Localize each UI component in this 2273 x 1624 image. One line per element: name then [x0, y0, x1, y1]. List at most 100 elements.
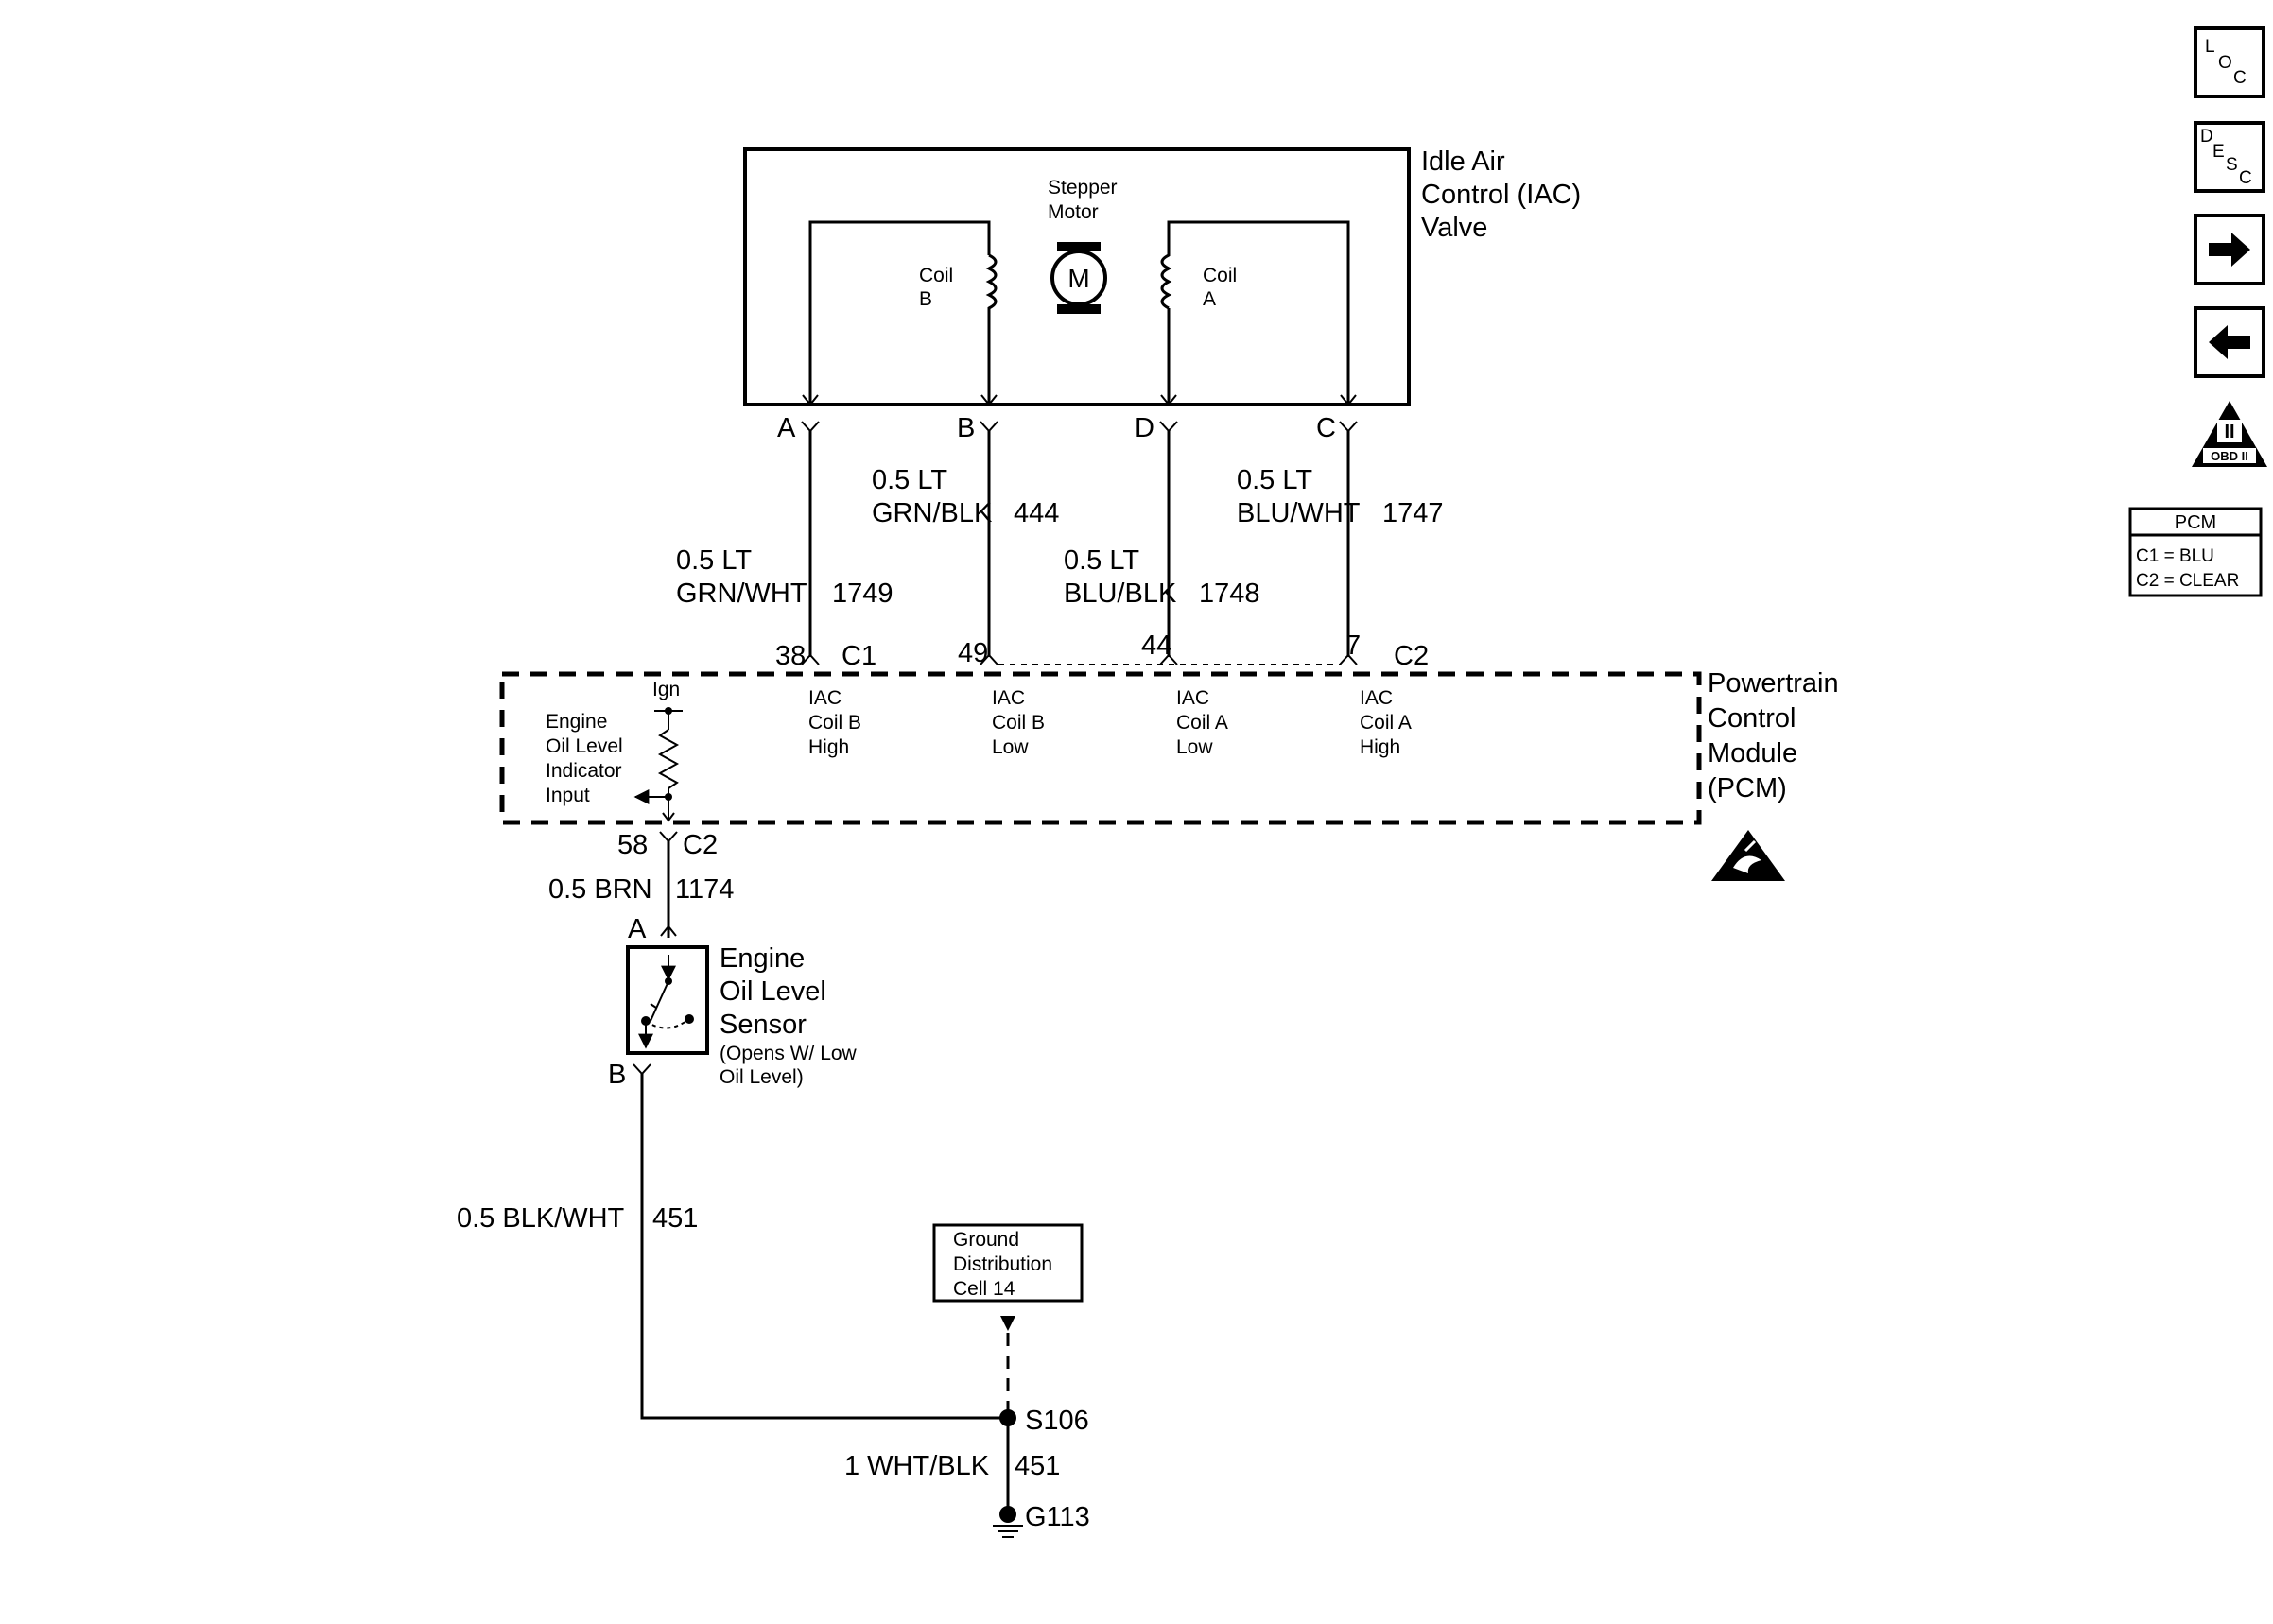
pcm-legend-line-1: C1 = BLU — [2136, 546, 2214, 566]
pcm-pin-58: 58 — [617, 830, 648, 860]
wire-1747-circuit: 1747 — [1382, 498, 1444, 528]
desc-letter-d: D — [2200, 127, 2213, 147]
loc-letter-l: L — [2205, 37, 2215, 57]
coil-b-label-2: B — [919, 288, 932, 310]
oil-sensor-pin-a: A — [628, 914, 647, 944]
iac-valve-title-1: Idle Air — [1421, 147, 1505, 177]
pcm-connector-legend: PCM C1 = BLU C2 = CLEAR — [2128, 507, 2263, 597]
oil-sensor-pin-b: B — [608, 1060, 626, 1090]
arrow-icon — [1340, 394, 1357, 406]
arrow-right-icon — [2209, 233, 2250, 267]
iac-b-high-3: High — [808, 736, 849, 758]
wire-444-spec-1: 0.5 LT — [872, 465, 947, 495]
coil-b-winding-icon — [985, 253, 998, 405]
connector-pin-icon — [980, 421, 998, 433]
wire-1748-spec-1: 0.5 LT — [1064, 545, 1139, 576]
obd-ii-text: OBD II — [2211, 449, 2248, 463]
iac-valve-box — [743, 147, 1411, 406]
connector-pin-icon — [980, 653, 998, 665]
oil-sensor-title-2: Oil Level — [720, 976, 826, 1007]
iac-pin-c-label: C — [1316, 413, 1336, 443]
oil-sensor-note-2: Oil Level) — [720, 1066, 804, 1088]
pcm-conn-c1: C1 — [842, 641, 876, 671]
iac-pin-a-label: A — [777, 413, 796, 443]
wire-444-circuit: 444 — [1014, 498, 1059, 528]
pcm-conn-c2-bottom: C2 — [683, 830, 718, 860]
desc-letter-e: E — [2212, 142, 2225, 162]
reference-arrow-icon — [1000, 1316, 1015, 1331]
iac-a-high-2: Coil A — [1360, 712, 1412, 734]
ground-ref-3: Cell 14 — [953, 1278, 1015, 1300]
connector-pin-icon — [1339, 421, 1358, 433]
iac-a-low-3: Low — [1176, 736, 1213, 758]
iac-a-high-1: IAC — [1360, 687, 1393, 709]
ground-ref-2: Distribution — [953, 1253, 1052, 1275]
wire-1748-circuit: 1748 — [1199, 579, 1260, 609]
coil-a-label-1: Coil — [1203, 265, 1237, 286]
pcm-title-3: Module — [1708, 738, 1797, 769]
pcm-title-2: Control — [1708, 703, 1796, 734]
iac-b-high-2: Coil B — [808, 712, 861, 734]
switch-icon — [638, 955, 694, 1049]
iac-valve-title-3: Valve — [1421, 213, 1487, 243]
arrow-icon — [802, 394, 819, 406]
iac-b-high-1: IAC — [808, 687, 842, 709]
connector-pin-icon — [1159, 421, 1178, 433]
pcm-pin-49: 49 — [958, 638, 988, 668]
wire-1174-spec: 0.5 BRN — [548, 874, 652, 905]
loc-letter-c: C — [2233, 68, 2247, 88]
wire-1174-circuit: 1174 — [675, 874, 734, 905]
next-button[interactable] — [2194, 214, 2265, 285]
loc-button[interactable]: L O C — [2194, 26, 2265, 98]
pcm-title-1: Powertrain — [1708, 668, 1839, 699]
wire-451a-spec: 0.5 BLK/WHT — [457, 1203, 625, 1234]
connector-pin-icon — [801, 653, 820, 665]
arrow-icon — [980, 394, 998, 406]
esd-warning-icon — [1711, 830, 1785, 881]
wire-444-spec-2: GRN/BLK — [872, 498, 993, 528]
ign-label: Ign — [652, 679, 680, 700]
splice-s106-label: S106 — [1025, 1406, 1089, 1436]
pcm-pin-7: 7 — [1345, 631, 1361, 661]
resistor-icon — [657, 729, 680, 789]
desc-button[interactable]: D E S C — [2194, 121, 2265, 193]
iac-a-low-1: IAC — [1176, 687, 1209, 709]
iac-b-low-1: IAC — [992, 687, 1025, 709]
wire-1749-circuit: 1749 — [832, 579, 894, 609]
wire-451b-spec: 1 WHT/BLK — [844, 1451, 990, 1481]
coil-b-label-1: Coil — [919, 265, 953, 286]
arrow-icon — [1160, 394, 1177, 406]
stepper-motor-label-2: Motor — [1048, 201, 1099, 223]
pcm-legend-title: PCM — [2175, 512, 2216, 533]
previous-button[interactable] — [2194, 306, 2265, 378]
pcm-conn-c2-top: C2 — [1394, 641, 1429, 671]
pcm-title-4: (PCM) — [1708, 773, 1787, 803]
desc-letter-s: S — [2226, 155, 2238, 175]
ground-g113-label: G113 — [1025, 1502, 1090, 1532]
pcm-legend-line-2: C2 = CLEAR — [2136, 571, 2239, 591]
connector-pin-icon — [801, 421, 820, 433]
obd-ii-button[interactable]: II OBD II — [2192, 401, 2267, 467]
iac-wires: 0.5 LT GRN/WHT 1749 0.5 LT GRN/BLK 444 0… — [676, 431, 1444, 657]
coil-a-label-2: A — [1203, 288, 1216, 310]
oil-input-label-1: Engine — [546, 711, 607, 733]
motor-symbol: M — [1067, 264, 1089, 293]
iac-pin-b-label: B — [957, 413, 975, 443]
wire-1749-spec-2: GRN/WHT — [676, 579, 807, 609]
wire-1747-spec-2: BLU/WHT — [1237, 498, 1361, 528]
oil-sensor-title-3: Sensor — [720, 1010, 807, 1040]
wire-1749-spec-1: 0.5 LT — [676, 545, 752, 576]
wire-1748-spec-2: BLU/BLK — [1064, 579, 1177, 609]
stepper-motor-label-1: Stepper — [1048, 177, 1118, 199]
iac-connector: A B D C — [777, 413, 1358, 443]
wire-451a-circuit: 451 — [652, 1203, 698, 1234]
oil-input-label-2: Oil Level — [546, 735, 623, 757]
wire-1747-spec-1: 0.5 LT — [1237, 465, 1312, 495]
iac-a-high-3: High — [1360, 736, 1400, 758]
connector-pin-icon — [1339, 653, 1358, 665]
coil-b-loop-wire — [808, 220, 991, 405]
connector-pin-icon — [633, 1063, 651, 1076]
arrow-left-icon — [2209, 325, 2250, 359]
iac-a-low-2: Coil A — [1176, 712, 1228, 734]
